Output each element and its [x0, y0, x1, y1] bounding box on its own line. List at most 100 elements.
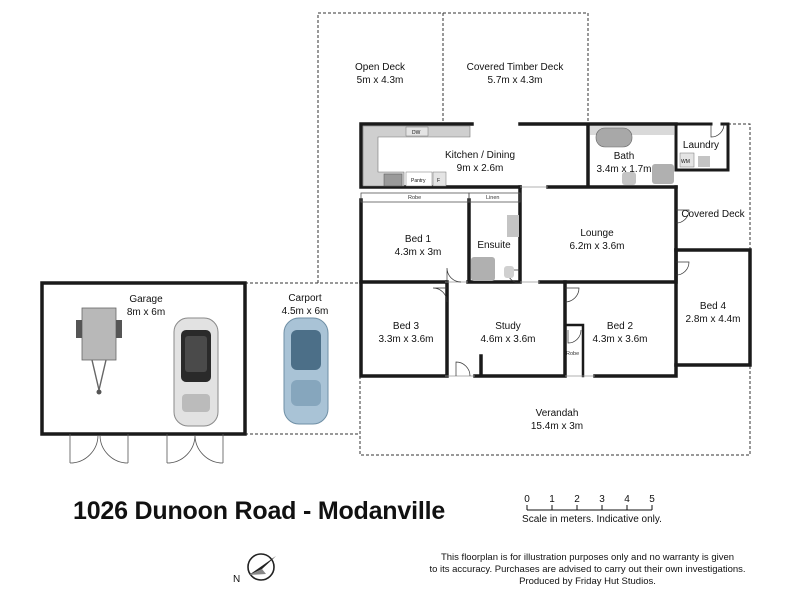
laundry-walls	[674, 122, 730, 172]
door-bed4	[675, 261, 690, 276]
scale-tick-labels: 0 1 2 3 4 5	[524, 494, 655, 505]
bath-label: Bath	[614, 151, 635, 162]
garage-label: Garage	[129, 294, 163, 305]
scale-tick-4: 4	[624, 494, 630, 505]
shower	[652, 164, 674, 184]
door-bed2	[564, 287, 580, 303]
linen-cupboard	[468, 192, 521, 203]
scale-tick-0: 0	[524, 494, 530, 505]
study-size: 4.6m x 3.6m	[480, 334, 535, 345]
bed2-size: 4.3m x 3.6m	[592, 334, 647, 345]
thin-lines	[360, 186, 595, 377]
dishwasher	[405, 126, 429, 137]
bathtub	[595, 127, 633, 148]
compass-north-label: N	[233, 574, 240, 585]
bath-vanity	[590, 126, 674, 135]
trailer-icon	[76, 307, 122, 395]
robe-bed1-label: Robe	[408, 195, 421, 201]
covered-deck-outline	[728, 123, 751, 250]
disclaimer: This floorplan is for illustration purpo…	[420, 552, 755, 588]
door-bed3	[432, 287, 448, 303]
laundry-tub	[698, 156, 710, 167]
ensuite-fixtures	[471, 215, 519, 281]
disclaimer-line-1: This floorplan is for illustration purpo…	[440, 552, 735, 563]
blue-car-icon	[283, 317, 329, 425]
property-address: 1026 Dunoon Road - Modanville	[73, 497, 446, 525]
door-robe	[567, 329, 582, 344]
scale-tick-1: 1	[549, 494, 555, 505]
verandah-label: Verandah	[536, 408, 579, 419]
bed3-size: 3.3m x 3.6m	[378, 334, 433, 345]
stove	[383, 173, 403, 187]
bed4-size: 2.8m x 4.4m	[685, 314, 740, 325]
covered-timber-deck-label: Covered Timber Deck	[467, 62, 565, 73]
garage-doors	[69, 434, 224, 464]
bath-fixtures	[590, 126, 674, 185]
ensuite-label: Ensuite	[477, 240, 511, 251]
kitchen-walls	[359, 122, 678, 189]
verandah-size: 15.4m x 3m	[531, 421, 583, 432]
open-deck-label: Open Deck	[355, 62, 406, 73]
open-deck-outline	[317, 12, 589, 283]
ensuite-vanity	[507, 215, 519, 237]
dishwasher-label: DW	[412, 130, 421, 136]
pantry-label: Pantry	[411, 178, 426, 184]
window-marks	[445, 186, 595, 377]
garage-size: 8m x 6m	[127, 307, 165, 318]
bed2-label: Bed 2	[607, 321, 634, 332]
laundry-label: Laundry	[683, 140, 719, 151]
bed4-label: Bed 4	[700, 301, 727, 312]
covered-deck-label: Covered Deck	[681, 209, 745, 220]
wm-label: WM	[681, 159, 690, 165]
kitchen-dining-size: 9m x 2.6m	[457, 163, 504, 174]
carport-label: Carport	[288, 293, 322, 304]
door-covered-deck	[675, 209, 690, 224]
garage-walls	[40, 281, 247, 436]
walls	[40, 122, 752, 436]
open-deck-size: 5m x 4.3m	[357, 75, 404, 86]
ensuite-toilet	[504, 266, 514, 278]
kitchen-dining-label: Kitchen / Dining	[445, 150, 515, 161]
scale-note: Scale in meters. Indicative only.	[522, 514, 662, 525]
kitchen-fixtures: DW Pantry F	[362, 125, 471, 187]
dashed-outlines	[245, 12, 751, 456]
toilet	[622, 172, 636, 185]
carport-outline	[245, 282, 360, 435]
bath-size: 3.4m x 1.7m	[596, 164, 651, 175]
disclaimer-line-3: Produced by Friday Hut Studios.	[519, 576, 656, 587]
door-study	[455, 361, 471, 377]
bed3-label: Bed 3	[393, 321, 420, 332]
garage-door-right	[166, 434, 224, 464]
bed1-walls	[359, 185, 522, 284]
compass-icon: N	[233, 553, 276, 585]
kitchen-bench	[362, 125, 471, 187]
bed1-size: 4.3m x 3m	[395, 247, 442, 258]
scale-bar: 0 1 2 3 4 5	[524, 494, 655, 511]
pantry	[405, 171, 433, 187]
door-swings	[432, 123, 725, 377]
room-labels: Open Deck 5m x 4.3m Covered Timber Deck …	[127, 62, 746, 432]
linen-label: Linen	[486, 195, 499, 201]
silver-car-icon	[173, 317, 219, 427]
covered-timber-deck-size: 5.7m x 4.3m	[487, 75, 542, 86]
fridge-label: F	[437, 178, 440, 184]
fridge	[432, 171, 447, 187]
scale-tick-2: 2	[574, 494, 580, 505]
lounge-label: Lounge	[580, 228, 614, 239]
lower-walls	[359, 248, 678, 378]
robe-walls	[564, 323, 585, 378]
lounge-size: 6.2m x 3.6m	[569, 241, 624, 252]
robe-bed2-label: Robe	[566, 351, 579, 357]
door-laundry	[710, 123, 725, 138]
study-label: Study	[495, 321, 521, 332]
laundry-fixtures: WM	[679, 152, 710, 168]
scale-tick-3: 3	[599, 494, 605, 505]
garage-door-left	[69, 434, 129, 464]
door-bed1	[446, 267, 462, 283]
bed4-walls	[674, 248, 752, 367]
bed1-label: Bed 1	[405, 234, 432, 245]
ensuite-shower	[471, 257, 495, 281]
disclaimer-line-2: to its accuracy. Purchases are advised t…	[429, 564, 746, 575]
washing-machine	[679, 152, 695, 168]
